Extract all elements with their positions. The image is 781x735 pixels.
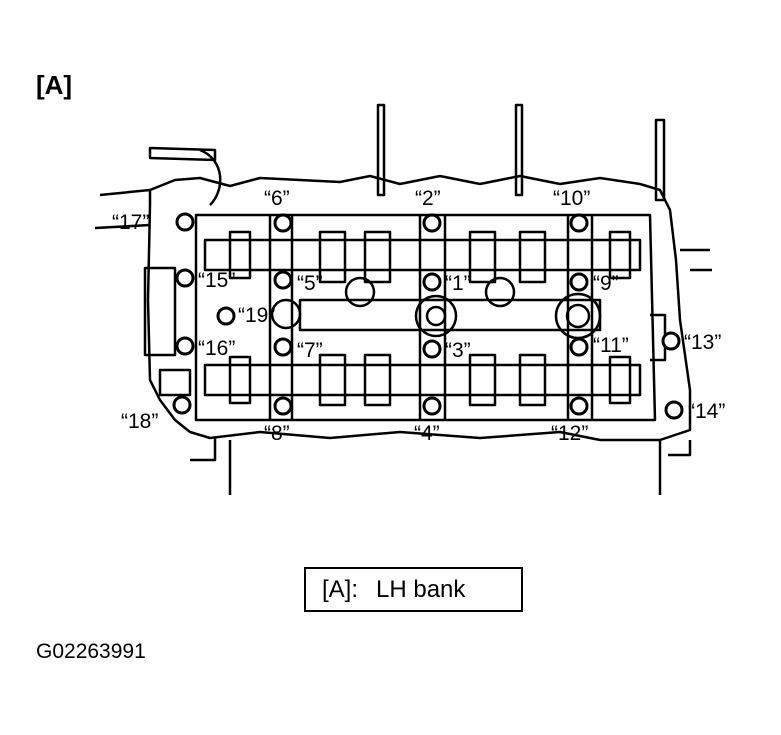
bolt-16 bbox=[175, 336, 195, 356]
bolt-label-7: “7” bbox=[297, 339, 323, 362]
cylinder-head-outline bbox=[94, 103, 712, 495]
bolt-11 bbox=[569, 337, 589, 357]
bolt-12 bbox=[569, 396, 589, 416]
bolt-17 bbox=[175, 212, 195, 232]
bolt-label-6: “6” bbox=[264, 187, 290, 210]
legend-key: [A]: bbox=[322, 575, 359, 603]
bolt-label-1: “1” bbox=[445, 272, 471, 295]
bolt-18 bbox=[172, 395, 192, 415]
bolt-9 bbox=[569, 272, 589, 292]
bolt-label-5: “5” bbox=[297, 272, 323, 295]
bolt-label-4: “4” bbox=[414, 422, 440, 445]
bolt-label-19: “19” bbox=[238, 304, 275, 327]
bolt-10 bbox=[569, 213, 589, 233]
bolt-label-18: “18” bbox=[121, 410, 158, 433]
bolt-label-8: “8” bbox=[264, 422, 290, 445]
bolt-label-2: “2” bbox=[415, 187, 441, 210]
bolt-14 bbox=[664, 400, 684, 420]
bolt-markers bbox=[172, 212, 684, 420]
bolt-5 bbox=[273, 270, 293, 290]
bolt-label-16: “16” bbox=[198, 337, 235, 360]
bolt-label-13: “13” bbox=[684, 331, 721, 354]
legend-box: [A]: LH bank bbox=[304, 567, 523, 612]
bolt-label-3: “3” bbox=[445, 339, 471, 362]
bolt-label-15: “15” bbox=[198, 269, 235, 292]
bolt-15 bbox=[175, 268, 195, 288]
bolt-19 bbox=[216, 306, 236, 326]
bolt-label-9: “9” bbox=[593, 272, 619, 295]
bolt-1 bbox=[422, 272, 442, 292]
legend-text: LH bank bbox=[376, 575, 466, 603]
bolt-7 bbox=[273, 337, 293, 357]
bolt-3 bbox=[422, 339, 442, 359]
bolt-13 bbox=[661, 331, 681, 351]
bolt-label-14: “14” bbox=[688, 400, 725, 423]
bolt-8 bbox=[273, 396, 293, 416]
bolt-label-17: “17” bbox=[112, 211, 149, 234]
bolt-label-12: “12” bbox=[551, 422, 588, 445]
bolt-6 bbox=[273, 213, 293, 233]
bolt-label-11: “11” bbox=[593, 334, 629, 357]
bolt-4 bbox=[422, 396, 442, 416]
panel-label: [A] bbox=[36, 70, 73, 100]
bolt-label-10: “10” bbox=[553, 187, 590, 210]
bolt-2 bbox=[422, 213, 442, 233]
figure-id: G02263991 bbox=[36, 640, 146, 663]
bolt-labels: “1” “2” “3” “4” “5” “6” “7” “8” “9” “10”… bbox=[112, 187, 725, 445]
